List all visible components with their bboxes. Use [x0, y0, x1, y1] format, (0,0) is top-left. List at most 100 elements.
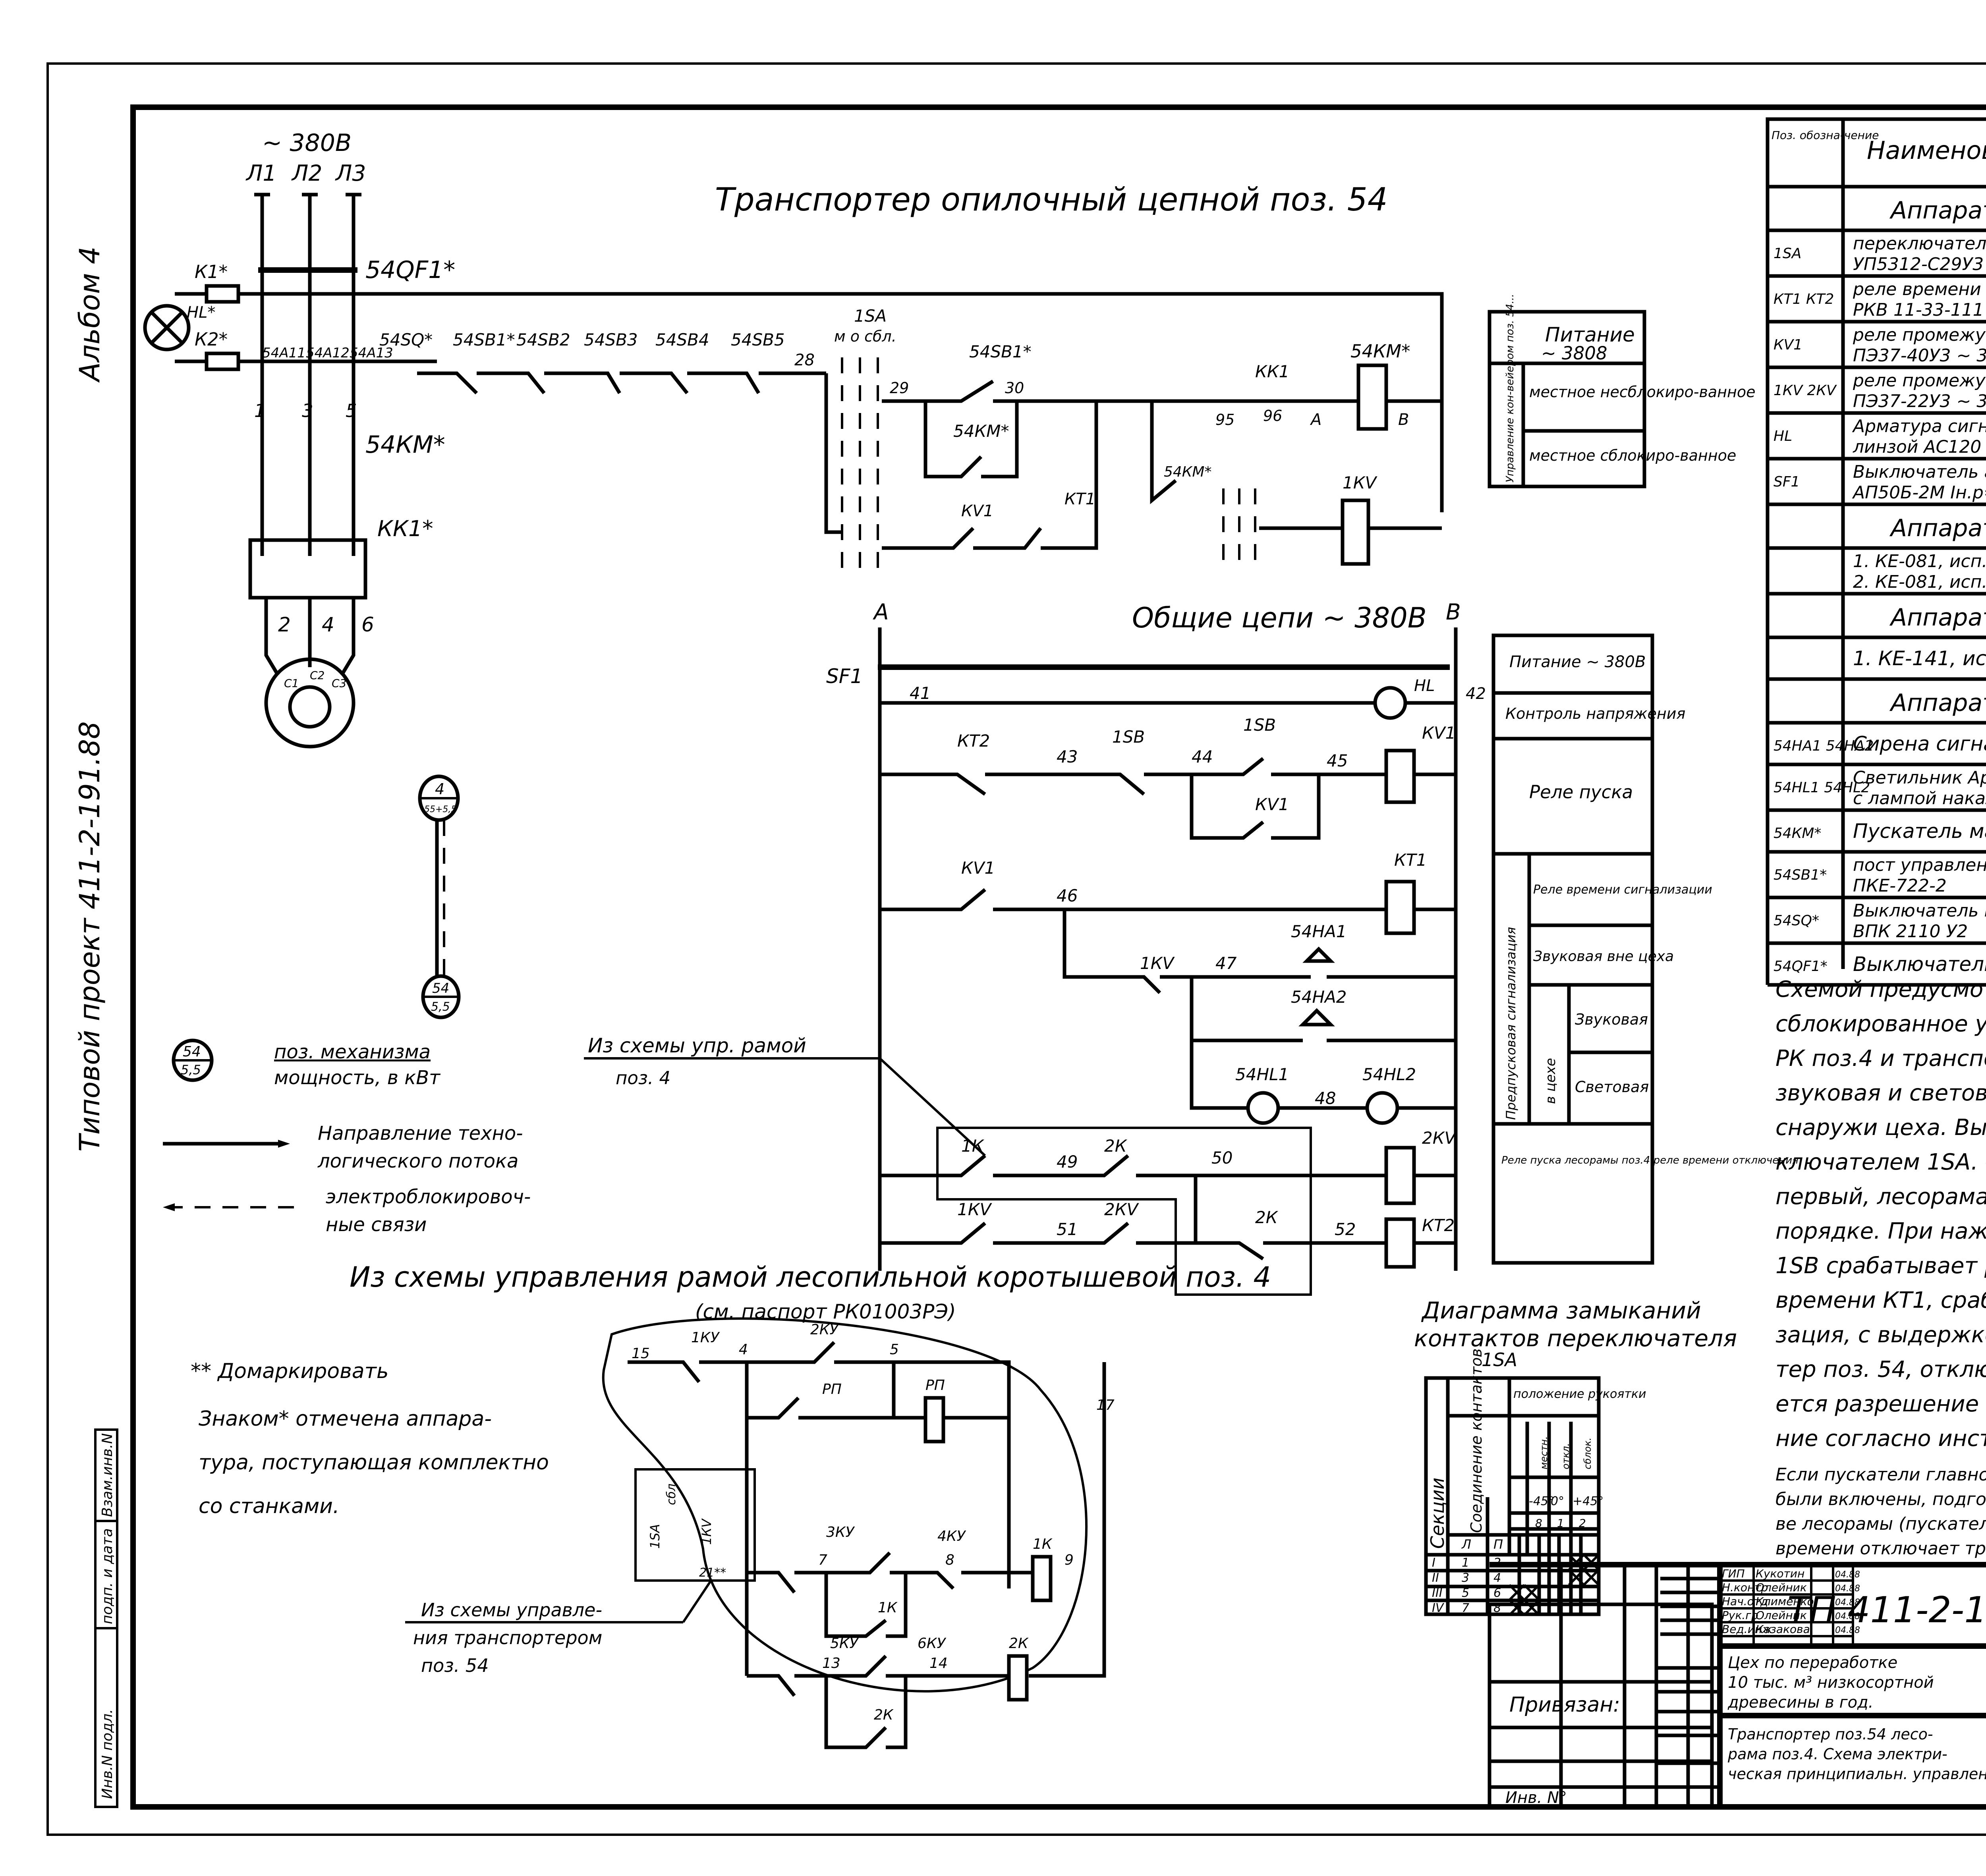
- phase-l3: Л3: [335, 160, 366, 186]
- saw-1k-coil: 1К: [1033, 1536, 1053, 1552]
- 54hl1-label: 54HL1: [1235, 1065, 1289, 1084]
- wire-96: 96: [1263, 407, 1282, 425]
- rail-b: В: [1446, 599, 1461, 625]
- wire-51: 51: [1057, 1220, 1078, 1239]
- contact-p: 6: [1493, 1586, 1501, 1600]
- wire-45: 45: [1327, 751, 1348, 770]
- label-54sb2: 54SB2: [516, 330, 570, 349]
- kt2-coil-label: КТ2: [1422, 1216, 1455, 1235]
- saw-wire-21: 21**: [699, 1566, 726, 1580]
- stub-inv: Инв.N подл.: [99, 1709, 116, 1799]
- contact-l: 7: [1462, 1601, 1469, 1615]
- spec-name-line: ПКЕ-722-2: [1853, 876, 1947, 896]
- supply-label: ~ 380В: [262, 129, 352, 157]
- rail-a: А: [873, 599, 889, 625]
- 54ha1-label: 54НА1: [1291, 922, 1347, 941]
- spec-table: Поз. обозна-чениеНаименованиеКолПримечан…: [1766, 117, 1986, 987]
- closed-contact-mark: [1523, 1584, 1540, 1601]
- signature-name: Кукотин: [1756, 1567, 1804, 1580]
- common-legend-light-in: Световая: [1575, 1078, 1649, 1096]
- common-legend-sound-in: Звуковая: [1575, 1011, 1648, 1028]
- from-saw-frame-pos: поз. 4: [616, 1067, 670, 1089]
- object-line-1: Цех по переработке: [1728, 1654, 1897, 1672]
- power-legend-header2: ~ 3808: [1541, 343, 1607, 364]
- object-line-3: древесины в год.: [1727, 1693, 1873, 1712]
- 1kv-contact-label: 1КV: [1140, 953, 1175, 973]
- start-button-label: 54SB1*: [969, 342, 1032, 361]
- common-circuit: Общие цепи ~ 380В А В SF1 41 HL 42 КТ2 1…: [584, 599, 1486, 1296]
- coil-term-a: А: [1310, 411, 1321, 429]
- description-line: сблокированное управление лесорамой коро…: [1775, 1011, 1986, 1037]
- saw-6ku: 6КУ: [918, 1635, 946, 1652]
- spec-table-row: 54SB1*пост управленияПКЕ-722-21на трансп…: [1768, 855, 1986, 899]
- spec-name-line: с лампой накаливания 60Вт: [1853, 788, 1986, 809]
- signature-role: ГИП: [1722, 1567, 1745, 1580]
- breaker-sf1: SF1: [826, 665, 863, 688]
- spec-name-line: Арматура сигнальная с белой: [1852, 416, 1986, 436]
- common-legend-side-outer: Предпусковая сигнализация: [1503, 927, 1518, 1120]
- term-1: 1: [254, 400, 266, 421]
- spec-name-line: реле промежуточное: [1853, 325, 1986, 345]
- inv-label: Инв. N°: [1505, 1789, 1567, 1807]
- spec-name-line: РКВ 11-33-111 ~ 380В: [1853, 300, 1986, 320]
- legend-node-power: 5,5: [181, 1062, 201, 1077]
- switch-box: [634, 1468, 756, 1582]
- spec-name-line: Пускатель магнитный: [1853, 820, 1986, 843]
- saw-frame-title: Из схемы управления рамой лесопильной ко…: [350, 1261, 1271, 1293]
- contact-diagram: Диаграмма замыканий контактов переключат…: [1414, 1297, 1737, 1616]
- wire-49: 49: [1057, 1152, 1078, 1172]
- spec-pos: 54КМ*: [1773, 825, 1821, 841]
- kv1-hold-label: КV1: [1255, 795, 1289, 814]
- position-number: 8: [1535, 1517, 1542, 1530]
- power-legend-header1: Питание: [1545, 323, 1635, 346]
- spec-name-line: ВПК 2110 У2: [1853, 921, 1968, 942]
- legend-node-text-pos: поз. механизма: [274, 1041, 431, 1063]
- saw-4ku: 4КУ: [937, 1528, 966, 1544]
- saw-wire-17: 17: [1096, 1397, 1115, 1413]
- album-label: Альбом 4: [73, 247, 106, 383]
- contact-diagram-title-3: 1SA: [1482, 1349, 1517, 1370]
- from-transporter-note-2: ния транспортером: [413, 1627, 602, 1648]
- label-54sb1: 54SB1*: [453, 330, 515, 349]
- stub-replace: Взам.инв.N: [99, 1433, 116, 1517]
- saw-frame-circuit: Из схемы управления рамой лесопильной ко…: [350, 1261, 1271, 1749]
- object-line-2: 10 тыс. м³ низкосортной: [1728, 1673, 1934, 1692]
- coil-2kv: [1384, 1146, 1416, 1205]
- spec-name-line: 1. КЕ-081, исп. 2, 4 „Пуск": [1853, 551, 1986, 571]
- spec-name-line: Светильник Арт. 135 ~ 220В: [1853, 768, 1986, 788]
- label-54sb3: 54SB3: [584, 330, 638, 349]
- spec-section-row: Аппаратура на посту 1SB: [1768, 514, 1986, 550]
- contactor-54km: 54КМ*: [365, 431, 445, 459]
- saw-1ku: 1КУ: [691, 1330, 720, 1346]
- signature-date: 04.88: [1835, 1625, 1860, 1635]
- label-54sq: 54SQ*: [379, 330, 433, 349]
- spec-pos: 54SQ*: [1773, 913, 1819, 929]
- phase-l2: Л2: [291, 160, 322, 186]
- wire-42: 42: [1466, 685, 1486, 703]
- wire-28: 28: [794, 351, 815, 369]
- wire-95: 95: [1215, 411, 1234, 428]
- signature-name: Клименко: [1756, 1595, 1814, 1608]
- lp-l: Л: [1461, 1537, 1471, 1552]
- saw-rp-contact: РП: [822, 1381, 842, 1397]
- term-4: 4: [322, 613, 334, 636]
- self-hold-label: 54КМ*: [953, 421, 1009, 441]
- wire-44: 44: [1192, 747, 1213, 766]
- description-line: снаружи цеха. Выбор режима осуществляетс…: [1775, 1115, 1986, 1141]
- common-legend-timer: Реле времени сигнализации: [1533, 883, 1712, 897]
- signature-date: 04.88: [1835, 1584, 1860, 1594]
- kt2-contact-label: КТ2: [957, 731, 990, 751]
- flow-diagram: 4 55+5,5 54 5,5 54 5,5 поз. механизма мо…: [163, 774, 531, 1236]
- spec-name-line: линзой АС120 15 У2 ~ 380В: [1853, 437, 1986, 457]
- kv1-contact-label: КV1: [961, 502, 993, 520]
- spec-table-row: 1. КЕ-081, исп. 2, 4 „Пуск"2. КЕ-081, ис…: [1768, 551, 1986, 596]
- description-line: тер поз. 54, отключается сигнализация и …: [1775, 1357, 1986, 1382]
- section-number: IV: [1432, 1601, 1445, 1615]
- hl-star: HL*: [187, 303, 215, 322]
- highlight-outline: [602, 1317, 1088, 1693]
- position-number: 1: [1557, 1517, 1564, 1530]
- hl-label: HL: [1414, 677, 1435, 695]
